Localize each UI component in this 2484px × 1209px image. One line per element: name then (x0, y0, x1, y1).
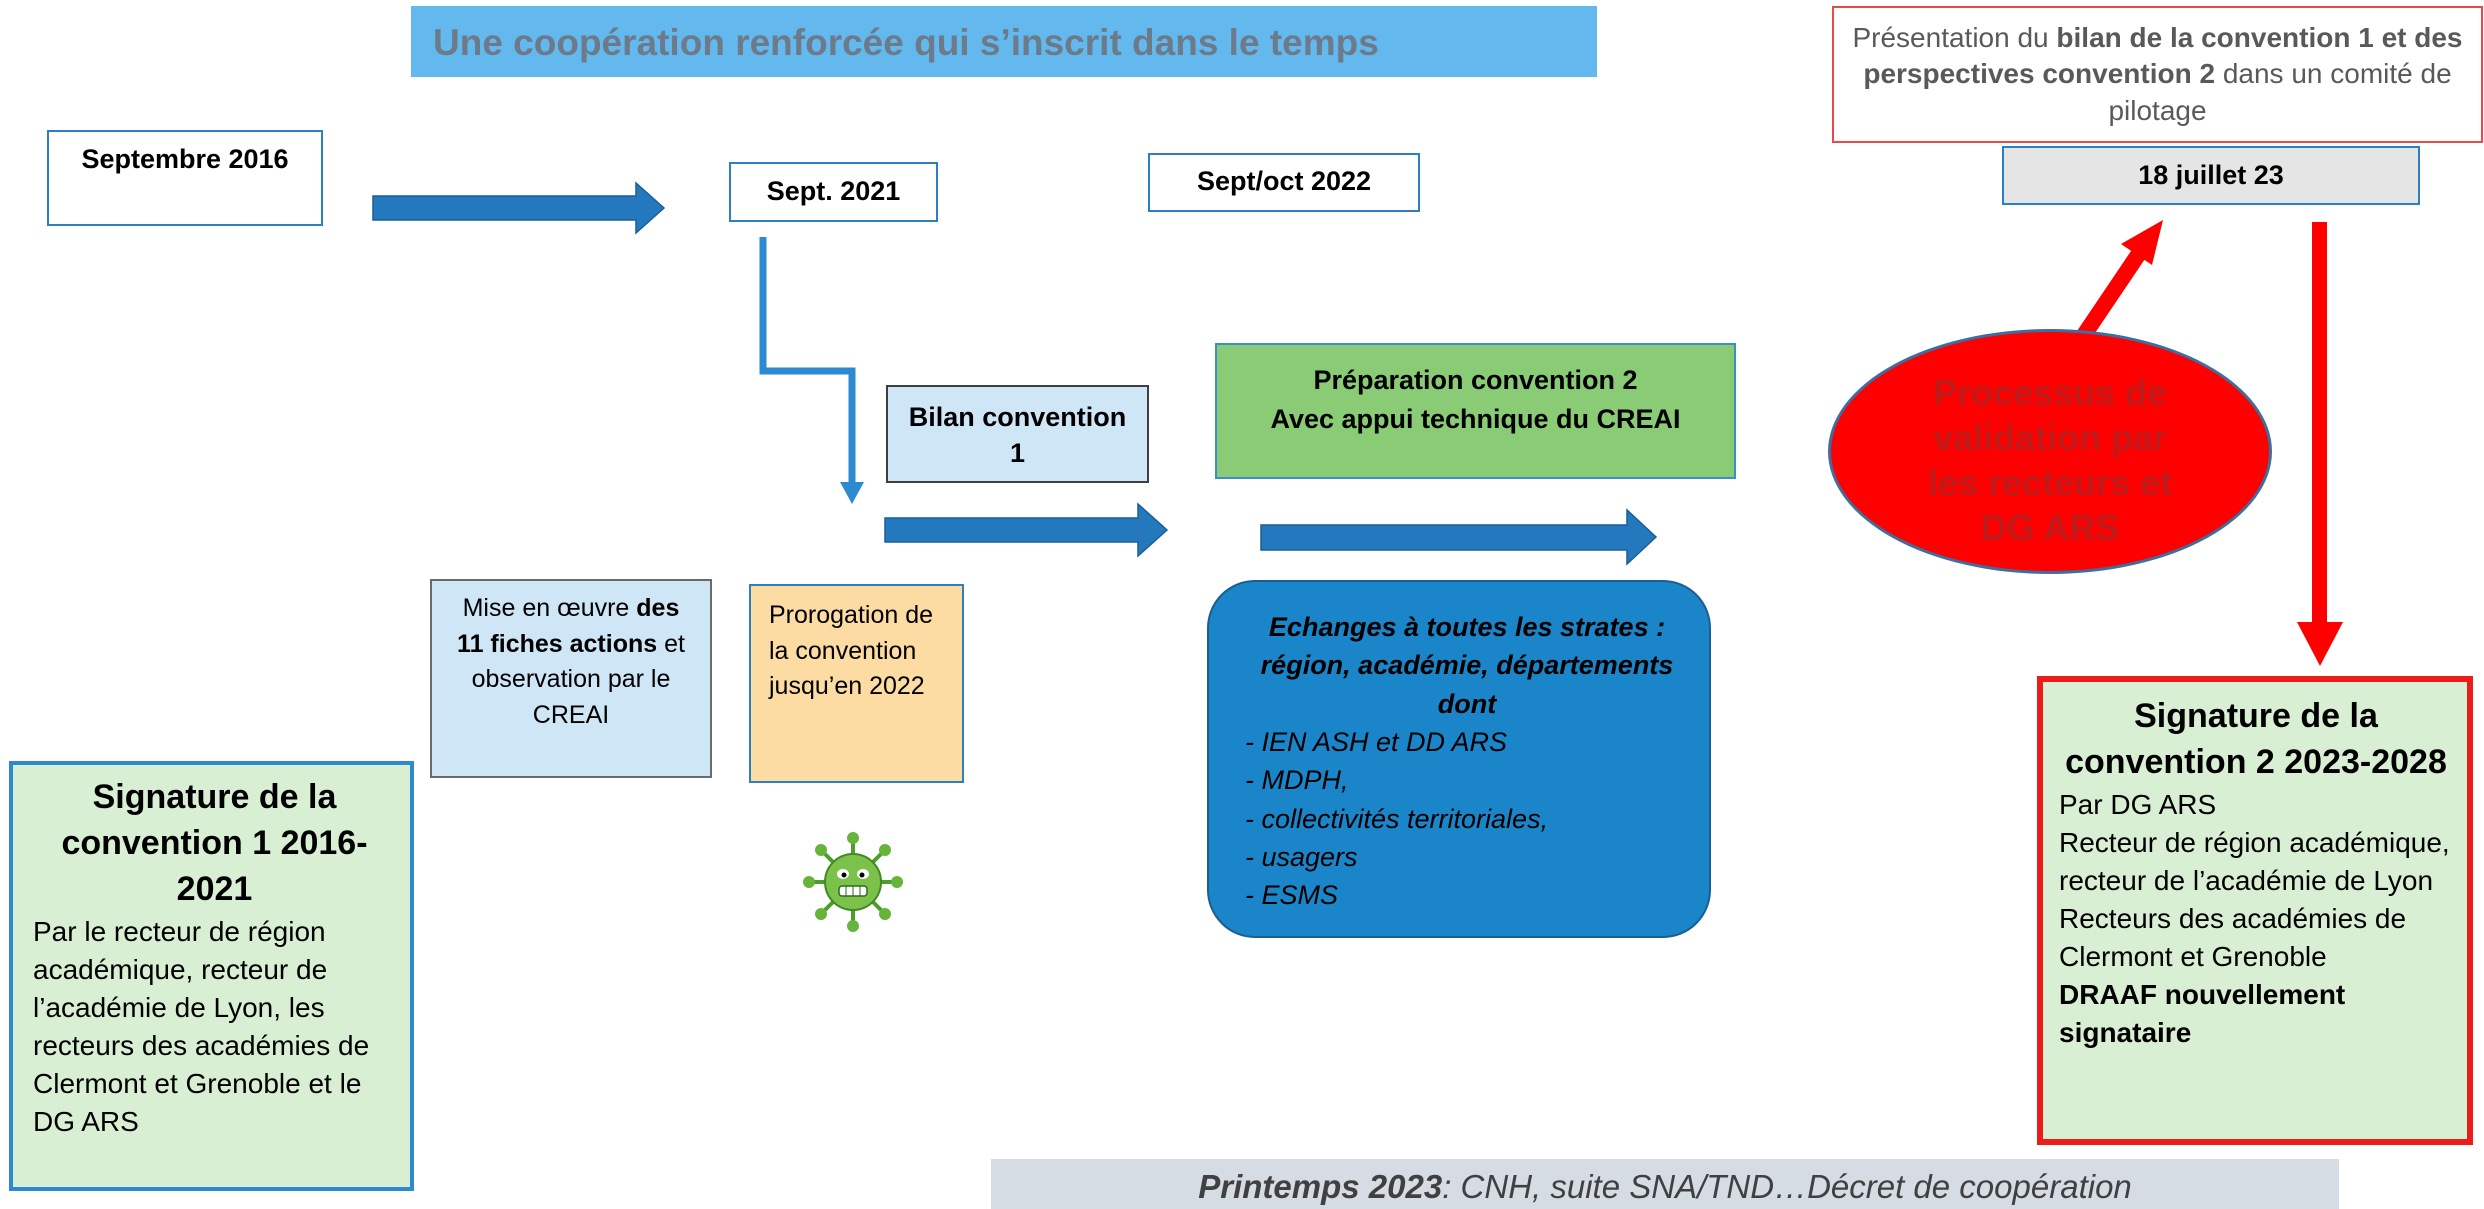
mise-text-1: Mise en œuvre (462, 594, 637, 622)
elbow-connector-head (840, 482, 864, 504)
echanges-item: - IEN ASH et DD ARS (1245, 726, 1508, 757)
date-2023: 18 juillet 23 (2138, 160, 2284, 190)
date-box-2022: Sept/oct 2022 (1148, 153, 1420, 212)
prorogation-text: Prorogation de la convention jusqu’en 20… (769, 601, 934, 700)
timeline-arrow-3 (1260, 508, 1658, 566)
preparation-line-2: Avec appui technique du CREAI (1270, 404, 1681, 435)
presentation-text-bold: bilan de la convention 1 et des perspect… (1863, 22, 2463, 90)
mise-text-2: et observation par le CREAI (471, 629, 685, 729)
validation-ellipse: Processus de validation par les recteurs… (1828, 329, 2272, 574)
elbow-connector (759, 237, 856, 488)
echanges-box: Echanges à toutes les strates : région, … (1207, 580, 1711, 938)
red-arrow-down (2312, 222, 2327, 628)
date-box-2016: Septembre 2016 (47, 130, 323, 226)
mise-en-oeuvre-box: Mise en œuvre des 11 fiches actions et o… (430, 579, 712, 778)
echanges-item: - usagers (1245, 841, 1358, 872)
date-2022: Sept/oct 2022 (1196, 166, 1372, 196)
page-title: Une coopération renforcée qui s’inscrit … (411, 6, 1597, 77)
presentation-text-1: Présentation du (1852, 22, 2057, 53)
signature-1-box: Signature de la convention 1 2016-2021 P… (9, 761, 414, 1191)
preparation-line-1: Préparation convention 2 (1313, 365, 1638, 395)
signature-2-line: Recteurs des académies de Clermont et Gr… (2059, 903, 2407, 973)
red-arrow-down-head (2297, 622, 2343, 666)
date-box-2023: 18 juillet 23 (2002, 146, 2420, 205)
presentation-box: Présentation du bilan de la convention 1… (1832, 6, 2483, 143)
mise-text-bold: des 11 fiches actions (457, 594, 680, 658)
red-arrow-up (2077, 247, 2147, 340)
echanges-item: - MDPH, (1245, 765, 1349, 796)
bilan-box: Bilan convention 1 (886, 385, 1149, 483)
preparation-box: Préparation convention 2 Avec appui tech… (1215, 343, 1736, 479)
bottom-bar: Printemps 2023: CNH, suite SNA/TND…Décre… (991, 1159, 2339, 1209)
red-arrow-up-head (2121, 220, 2163, 265)
date-2016: Septembre 2016 (81, 144, 289, 174)
timeline-arrow-1 (372, 181, 666, 235)
signature-2-bold: DRAAF nouvellement signataire (2059, 979, 2346, 1049)
signature-2-box: Signature de la convention 2 2023-2028 P… (2037, 676, 2473, 1145)
signature-1-body: Par le recteur de région académique, rec… (33, 915, 370, 1138)
validation-text: Processus de validation par les recteurs… (1927, 372, 2173, 548)
signature-2-heading: Signature de la convention 2 2023-2028 (2065, 697, 2447, 781)
signature-1-heading: Signature de la convention 1 2016-2021 (61, 778, 368, 908)
bottom-text: : CNH, suite SNA/TND…Décret de coopérati… (1442, 1168, 2132, 1205)
echanges-heading: Echanges à toutes les strates : région, … (1260, 612, 1674, 719)
date-2021: Sept. 2021 (766, 176, 901, 206)
timeline-arrow-2 (884, 502, 1169, 558)
bilan-label: Bilan convention 1 (908, 402, 1127, 469)
signature-2-line: Par DG ARS (2059, 788, 2217, 820)
bottom-bold: Printemps 2023 (1198, 1168, 1443, 1205)
date-box-2021: Sept. 2021 (729, 162, 938, 222)
echanges-item: - ESMS (1245, 880, 1339, 911)
echanges-item: - collectivités territoriales, (1245, 803, 1549, 834)
prorogation-box: Prorogation de la convention jusqu’en 20… (749, 584, 964, 783)
presentation-text-2: dans un comité de pilotage (2108, 58, 2452, 126)
signature-2-line: Recteur de région académique, recteur de… (2059, 826, 2450, 896)
virus-icon (803, 832, 903, 932)
